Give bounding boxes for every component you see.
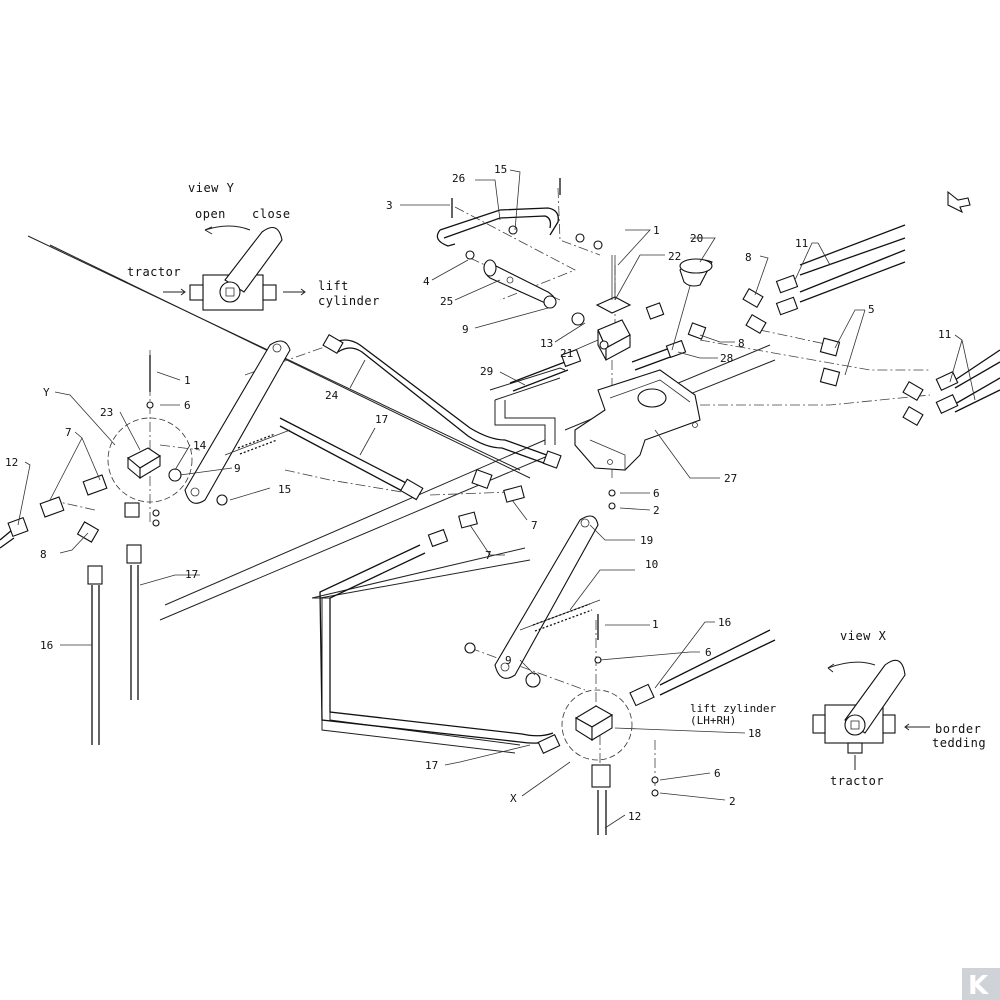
callout-y: Y bbox=[43, 386, 50, 399]
callout-labels: 26 15 3 4 25 9 13 1 22 21 20 8 28 29 27 … bbox=[5, 163, 951, 823]
callout-17: 17 bbox=[185, 568, 198, 581]
callout-11: 11 bbox=[795, 237, 808, 250]
callout-2: 2 bbox=[653, 504, 660, 517]
direction-arrow-icon bbox=[947, 190, 971, 214]
view-y-lift-1: lift bbox=[318, 279, 349, 293]
callout-23: 23 bbox=[100, 406, 113, 419]
valve-assembly bbox=[574, 255, 713, 471]
callout-8: 8 bbox=[40, 548, 47, 561]
levers-and-springs bbox=[184, 340, 601, 679]
callout-7: 7 bbox=[65, 426, 72, 439]
callout-26: 26 bbox=[452, 172, 465, 185]
callout-6: 6 bbox=[184, 399, 191, 412]
view-x-border-1: border bbox=[935, 722, 981, 736]
callout-16: 16 bbox=[40, 639, 53, 652]
callout-29: 29 bbox=[480, 365, 493, 378]
callout-16: 16 bbox=[718, 616, 731, 629]
callout-9: 9 bbox=[234, 462, 241, 475]
view-y-close: close bbox=[252, 207, 291, 221]
callout-17: 17 bbox=[375, 413, 388, 426]
view-y-lift-2: cylinder bbox=[318, 294, 380, 308]
callout-12: 12 bbox=[628, 810, 641, 823]
callout-6: 6 bbox=[653, 487, 660, 500]
callout-12: 12 bbox=[5, 456, 18, 469]
brand-logo: K bbox=[962, 968, 1000, 1000]
callout-leaders bbox=[17, 169, 976, 829]
callout-1: 1 bbox=[652, 618, 659, 631]
callout-10: 10 bbox=[645, 558, 658, 571]
callout-17: 17 bbox=[425, 759, 438, 772]
callout-3: 3 bbox=[386, 199, 393, 212]
view-x-inset: view X tractor border tedding bbox=[812, 629, 986, 788]
callout-21: 21 bbox=[560, 347, 573, 360]
callout-15: 15 bbox=[278, 483, 291, 496]
callout-8: 8 bbox=[738, 337, 745, 350]
callout-24: 24 bbox=[325, 389, 339, 402]
lift-note-line1: lift zylinder bbox=[690, 702, 776, 715]
view-x-border-2: tedding bbox=[932, 736, 986, 750]
view-x-title: view X bbox=[840, 629, 887, 643]
callout-25: 25 bbox=[440, 295, 453, 308]
callout-x: X bbox=[510, 792, 517, 805]
callout-19: 19 bbox=[640, 534, 653, 547]
lift-note-line2: (LH+RH) bbox=[690, 714, 736, 727]
fittings bbox=[7, 274, 959, 788]
callout-20: 20 bbox=[690, 232, 703, 245]
callout-8: 8 bbox=[745, 251, 752, 264]
view-y-inset: view Y open close tractor lift cylinder bbox=[127, 181, 380, 311]
callout-15: 15 bbox=[494, 163, 507, 176]
shaft-and-handle bbox=[436, 178, 603, 326]
callout-7: 7 bbox=[485, 549, 492, 562]
view-y-title: view Y bbox=[188, 181, 235, 195]
callout-14: 14 bbox=[193, 439, 207, 452]
assembly-centerlines bbox=[49, 187, 931, 795]
callout-9: 9 bbox=[462, 323, 469, 336]
side-valves bbox=[107, 355, 659, 797]
callout-6: 6 bbox=[714, 767, 721, 780]
callout-4: 4 bbox=[423, 275, 430, 288]
view-y-tractor: tractor bbox=[127, 265, 181, 279]
callout-28: 28 bbox=[720, 352, 733, 365]
view-x-tractor: tractor bbox=[830, 774, 884, 788]
view-y-open: open bbox=[195, 207, 226, 221]
lift-cylinder-note: lift zylinder (LH+RH) bbox=[690, 702, 776, 727]
callout-2: 2 bbox=[729, 795, 736, 808]
callout-13: 13 bbox=[540, 337, 553, 350]
callout-5: 5 bbox=[868, 303, 875, 316]
callout-6: 6 bbox=[705, 646, 712, 659]
callout-27: 27 bbox=[724, 472, 737, 485]
callout-11: 11 bbox=[938, 328, 951, 341]
callout-18: 18 bbox=[748, 727, 761, 740]
callout-22: 22 bbox=[668, 250, 681, 263]
callout-1: 1 bbox=[653, 224, 660, 237]
callout-7: 7 bbox=[531, 519, 538, 532]
callout-1: 1 bbox=[184, 374, 191, 387]
brand-logo-text: K bbox=[968, 971, 989, 1000]
hoses bbox=[0, 224, 1000, 835]
callout-9: 9 bbox=[505, 654, 512, 667]
